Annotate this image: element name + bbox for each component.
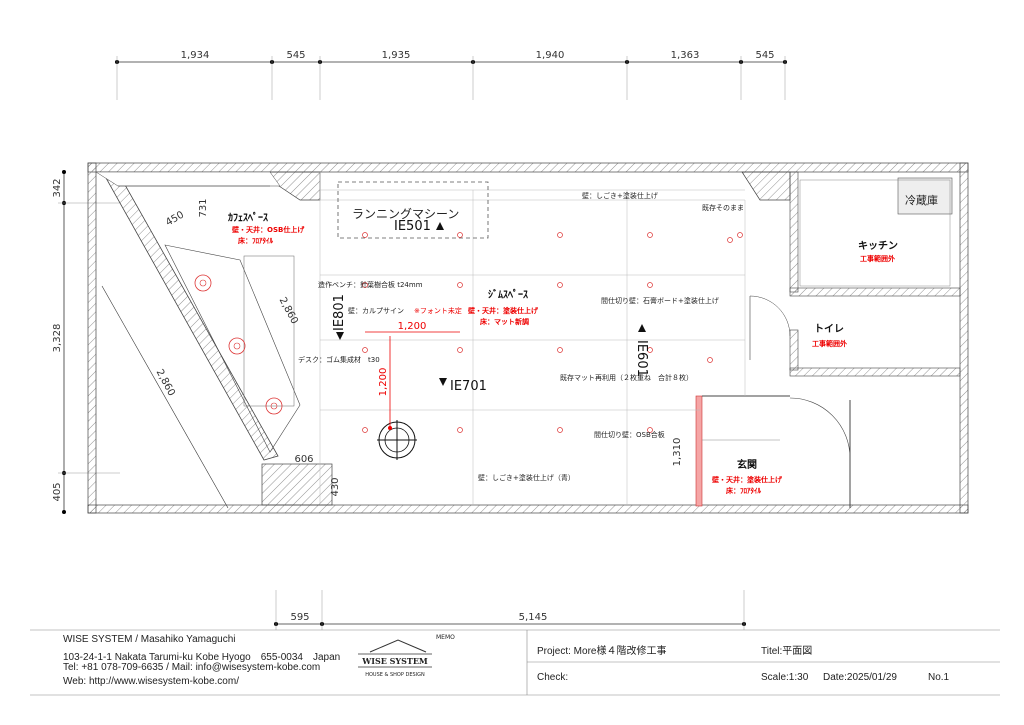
gym-space-title: ｼﾞﾑｽﾍﾟｰｽ (488, 288, 528, 301)
note-partition-osb: 間仕切り壁：OSB合板 (594, 430, 665, 439)
dim-line-diagonal (101, 285, 229, 509)
kitchen-toilet-walls (695, 171, 961, 508)
dim-1310: 1,310 (672, 438, 683, 467)
note-bench: 造作ベンチ：針葉樹合板 t24mm (318, 280, 423, 289)
round-equipment (377, 420, 417, 460)
note-wall-finish-top: 壁：しごき+塗装仕上げ (582, 191, 658, 200)
note-existing: 既存そのまま (702, 203, 744, 212)
kitchen-title: キッチン (858, 240, 898, 252)
toilet-note: 工事範囲外 (812, 339, 847, 348)
gym-grid (319, 172, 746, 505)
ceiling-lights (362, 232, 743, 433)
gym-wall-spec: 壁・天井：塗装仕上げ (468, 306, 539, 315)
note-wall-sign: 壁：カルプサイン (348, 306, 404, 315)
ie501-arrow (436, 222, 444, 230)
top-dimension-line: 1,934 545 1,935 1,940 1,363 545 (115, 50, 787, 100)
entrance-title: 玄関 (737, 458, 757, 471)
dim-top-5: 1,363 (671, 50, 700, 61)
entrance-floor-spec: 床：ﾌﾛｱﾀｲﾙ (726, 486, 761, 495)
ie801-arrow (336, 332, 344, 340)
dim-1200-vertical: 1,200 (378, 368, 389, 397)
dim-731: 731 (198, 198, 209, 217)
dim-450: 450 (164, 210, 186, 229)
bottom-dimension-line: 595 5,145 (274, 590, 746, 630)
dim-top-6: 545 (755, 50, 774, 61)
dim-top-3: 1,935 (382, 50, 411, 61)
company-logo: WISE SYSTEM HOUSE & SHOP DESIGN (358, 639, 432, 678)
entrance-wall-spec: 壁・天井：塗装仕上げ (712, 475, 783, 484)
title-block (30, 629, 1000, 696)
running-machine-label: ランニングマシーン (352, 207, 459, 221)
project-name: Project: More様４階改修工事 (537, 646, 667, 657)
toilet-title: トイレ (814, 323, 844, 335)
scale-label: Scale:1:30 (761, 672, 809, 683)
footer-web: Web: http://www.wisesystem-kobe.com/ (63, 676, 239, 687)
dim-430: 430 (330, 477, 341, 496)
note-partition-gypsum: 間仕切り壁：石膏ボード+塗装仕上げ (601, 296, 719, 305)
dim-top-2: 545 (286, 50, 305, 61)
footer-address: 103-24-1-1 Nakata Tarumi-ku Kobe Hyogo 6… (63, 652, 341, 663)
ie701-arrow (439, 378, 447, 386)
cafe-floor-spec: 床：ﾌﾛｱﾀｲﾙ (238, 236, 273, 245)
note-wall-finish-blue: 壁：しごき+塗装仕上げ（青） (478, 473, 575, 482)
footer-contact: Tel: +81 078-709-6635 / Mail: info@wises… (63, 662, 321, 673)
dim-left-1: 342 (52, 178, 63, 197)
elevation-ie801: IE801 (332, 294, 347, 331)
dim-top-4: 1,940 (536, 50, 565, 61)
dim-2860-inner: 2,860 (277, 296, 300, 326)
footer-company: WISE SYSTEM / Masahiko Yamaguchi (63, 634, 236, 645)
dim-bottom-2: 5,145 (519, 612, 548, 623)
elevation-ie701: IE701 (450, 379, 487, 394)
dim-left-2: 3,328 (52, 324, 63, 353)
dim-1200-horizontal: 1,200 (398, 321, 427, 332)
date-label: Date:2025/01/29 (823, 672, 897, 683)
ie601-arrow (638, 324, 646, 332)
cafe-wall-spec: 壁・天井：OSB仕上げ (232, 225, 305, 234)
check-label: Check: (537, 672, 569, 683)
running-machine (337, 181, 489, 239)
elevation-ie501: IE501 (394, 219, 431, 234)
elevation-ie601: IE601 (634, 340, 649, 377)
red-dimensions: 1,200 1,200 (365, 321, 460, 430)
outer-walls (87, 162, 969, 514)
left-dimension-line: 342 3,328 405 (52, 170, 120, 514)
dim-bottom-1: 595 (290, 612, 309, 623)
logo-subtitle: HOUSE & SHOP DESIGN (365, 672, 425, 678)
dim-606: 606 (294, 454, 313, 465)
dim-top-1: 1,934 (181, 50, 210, 61)
gym-floor-spec: 床：マット新調 (480, 317, 529, 326)
fridge-label: 冷蔵庫 (905, 193, 938, 207)
note-existing-mats: 既存マット再利用（２枚重ね 合計８枚） (560, 373, 693, 382)
sheet-title: Titel:平面図 (761, 646, 813, 657)
note-font-undecided: ※フォント未定 (414, 306, 462, 315)
bench-desk (164, 244, 301, 453)
sheet-number: No.1 (928, 672, 950, 683)
kitchen-note: 工事範囲外 (860, 254, 895, 263)
memo-label: MEMO (436, 634, 455, 641)
cafe-space-title: ｶﾌｪｽﾍﾟｰｽ (228, 211, 268, 224)
note-desk: デスク：ゴム集成材 t30 (298, 355, 380, 364)
dim-left-3: 405 (52, 482, 63, 501)
logo-text: WISE SYSTEM (361, 656, 428, 666)
